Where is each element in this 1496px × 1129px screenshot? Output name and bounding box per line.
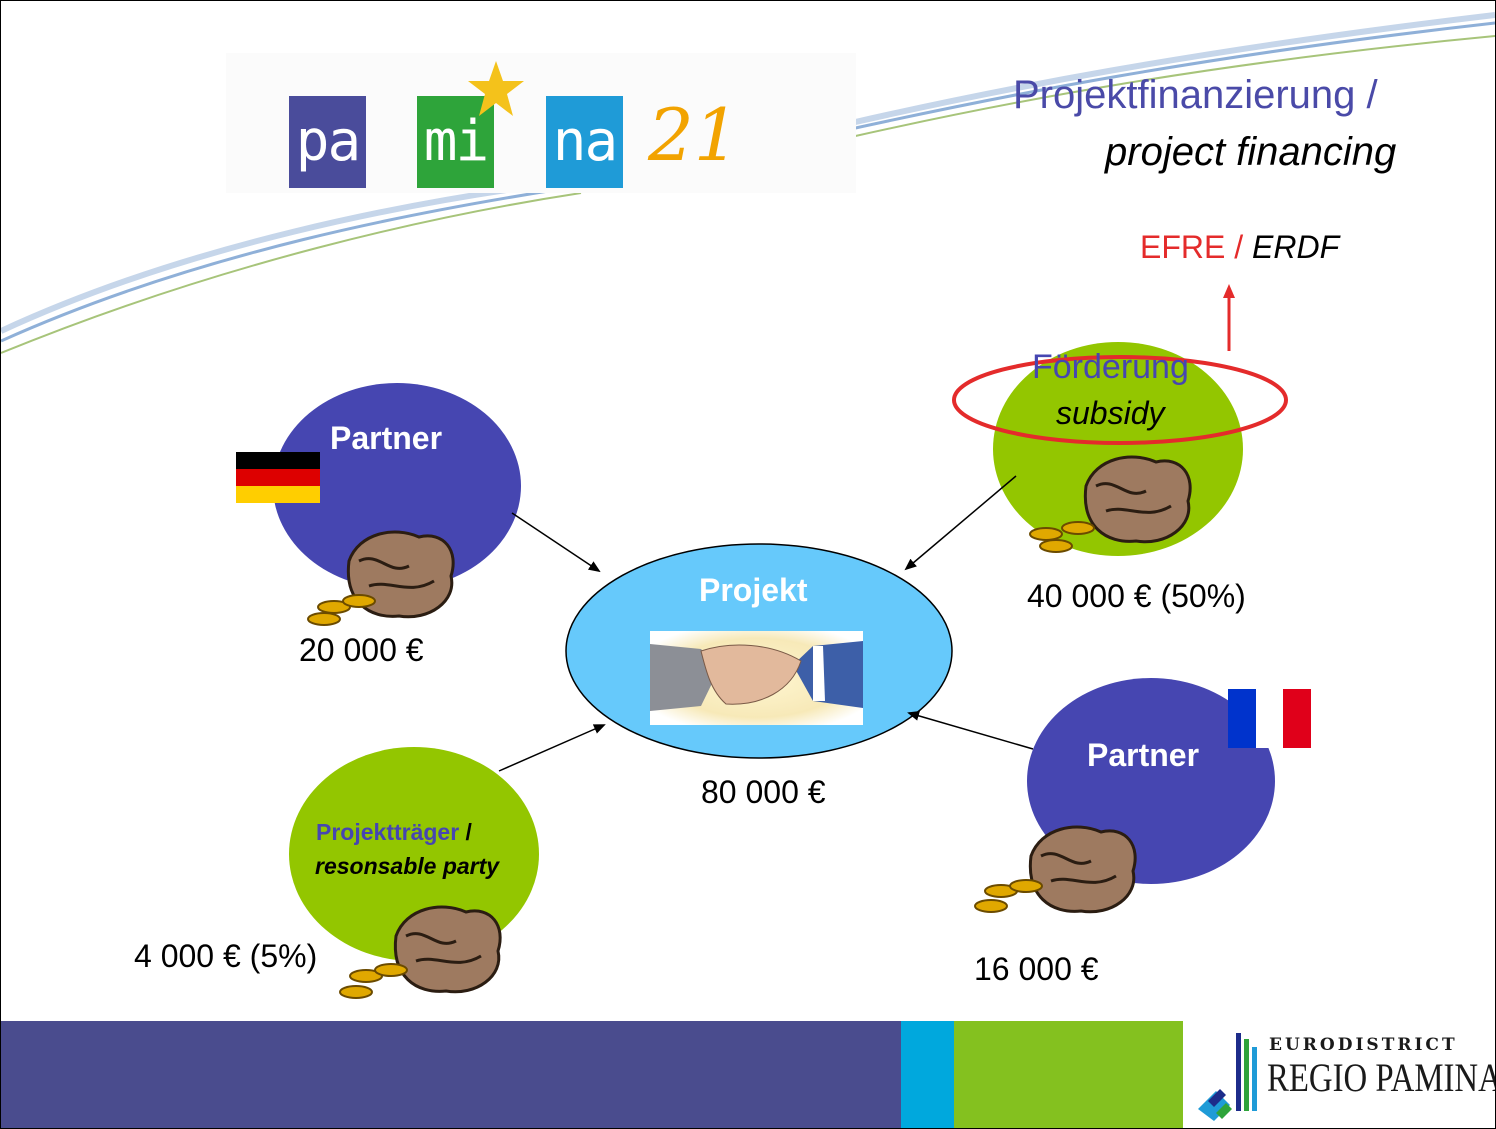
partner-de-label: Partner (330, 420, 443, 456)
partner-fr-label: Partner (1087, 737, 1200, 773)
money-bag-icon (339, 905, 502, 999)
arrow-partner-fr-to-project (907, 710, 1034, 750)
handshake-image (650, 631, 863, 725)
brand-small: EURODISTRICT (1269, 1035, 1458, 1055)
partner-fr-amount: 16 000 € (974, 951, 1099, 987)
efre-main: EFRE (1140, 229, 1226, 265)
eurodistrict-emblem-icon (1198, 1033, 1257, 1121)
carrier-label-italic: resonsable party (315, 853, 500, 879)
subsidy-amount: 40 000 € (50%) (1027, 578, 1246, 614)
carrier-ellipse (289, 747, 539, 961)
subsidy-label-italic: subsidy (1056, 395, 1165, 431)
carrier-amount: 4 000 € (5%) (134, 938, 318, 974)
partner-de-ellipse (273, 383, 521, 589)
arrow-partner-de-to-project (511, 512, 601, 573)
logo-number: 21 (648, 93, 740, 177)
efre-italic: ERDF (1252, 229, 1340, 265)
efre-label: EFRE / ERDF (1140, 229, 1339, 266)
germany-flag (236, 452, 320, 503)
project-amount: 80 000 € (701, 774, 826, 810)
regio-pamina-logo: EURODISTRICT REGIO PAMINA (1196, 1021, 1495, 1128)
title-line2: project financing (1105, 130, 1397, 174)
footer-green-block (954, 1021, 1183, 1128)
efre-separator: / (1225, 229, 1253, 265)
footer-band (1, 1021, 901, 1128)
subsidy-label: Förderung (1032, 348, 1189, 386)
project-label: Projekt (699, 572, 808, 608)
footer-cyan-block (901, 1021, 954, 1128)
pamina21-logo: pa mi na 21 (226, 53, 856, 193)
logo-segment-na: na (546, 96, 623, 188)
carrier-label: Projektträger / (316, 819, 472, 846)
brand-large: REGIO PAMINA (1267, 1055, 1496, 1100)
logo-segment-pa: pa (289, 96, 366, 188)
money-bag-icon (974, 825, 1137, 914)
money-bag-icon (1029, 455, 1192, 553)
swoosh-decoration (1, 12, 1495, 354)
carrier-label-sep: / (459, 819, 472, 845)
star-icon (468, 61, 524, 116)
partner-de-amount: 20 000 € (299, 632, 424, 668)
financing-diagram (273, 284, 1288, 999)
title-line1: Projektfinanzierung / (1013, 73, 1378, 117)
logo-segment-mi: mi (417, 96, 494, 188)
arrow-carrier-to-project (498, 724, 606, 772)
arrow-subsidy-to-project (904, 475, 1017, 571)
subsidy-highlight-ring (952, 355, 1288, 445)
carrier-label-main: Projektträger (316, 819, 460, 845)
france-flag (1228, 689, 1312, 748)
money-bag-icon (307, 530, 455, 626)
